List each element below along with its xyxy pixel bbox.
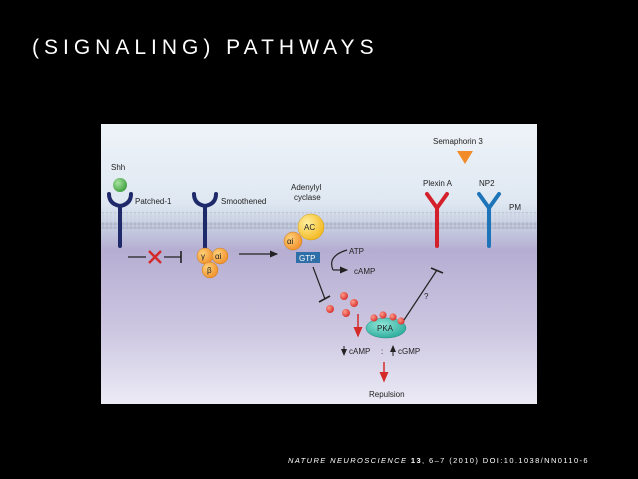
gtp-label: GTP — [299, 254, 315, 263]
slide-title: (SIGNALING) PATHWAYS — [32, 36, 379, 59]
diagram-background — [101, 124, 537, 404]
patched-1-receptor — [107, 192, 133, 248]
plexin-label: Plexin A — [423, 179, 453, 188]
repulsion-label: Repulsion — [369, 390, 405, 399]
beta-subunit-label: β — [207, 266, 212, 275]
pm-label: PM — [509, 203, 521, 212]
pka-bound-camp — [370, 311, 405, 325]
alpha-i-subunit-label: αi — [215, 252, 222, 261]
smoothened-receptor — [192, 192, 218, 250]
ac-label: AC — [304, 223, 315, 232]
gamma-subunit-label: γ — [201, 252, 205, 261]
camp-label: cAMP — [354, 267, 375, 276]
semaphorin-ligand — [457, 151, 473, 164]
shh-label: Shh — [111, 163, 125, 172]
citation-volume: 13 — [410, 456, 423, 465]
adenylyl-label: Adenylyl — [291, 183, 321, 192]
inhibition-ac-camp — [312, 266, 331, 303]
pka-enzyme — [365, 317, 407, 339]
np2-label: NP2 — [479, 179, 495, 188]
semaphorin-label: Semaphorin 3 — [433, 137, 483, 146]
signaling-pathway-diagram: PM Shh Patched-1 Smoothened γ αi β Adeny… — [101, 124, 537, 404]
unknown-mechanism-label: ? — [424, 292, 429, 301]
pka-label: PKA — [377, 324, 394, 333]
citation-journal: NATURE NEUROSCIENCE — [288, 456, 408, 465]
shh-ligand — [113, 178, 127, 192]
np2-receptor — [477, 192, 501, 248]
inhibition-arrow-patched-smoothened — [128, 251, 182, 263]
adenylyl-cyclase — [297, 213, 325, 241]
inhibition-x-icon — [148, 250, 162, 264]
ratio-colon: : — [381, 347, 383, 356]
plexin-inhibition-line — [403, 267, 444, 321]
cyclase-label: cyclase — [294, 193, 321, 202]
camp-ratio-label: cAMP — [349, 347, 370, 356]
cgmp-label: cGMP — [398, 347, 420, 356]
alpha-i2-label: αi — [287, 237, 294, 246]
gtp-box — [296, 252, 320, 263]
atp-label: ATP — [349, 247, 364, 256]
patched-1-label: Patched-1 — [135, 197, 172, 206]
alpha-i-subunit — [283, 231, 303, 251]
g-protein-complex — [196, 247, 229, 279]
smoothened-label: Smoothened — [221, 197, 266, 206]
plexin-a-receptor — [425, 192, 449, 248]
atp-to-camp-curve — [331, 249, 348, 271]
camp-molecules — [326, 292, 358, 317]
citation-details: , 6–7 (2010) DOI:10.1038/NN0110-6 — [422, 456, 590, 465]
citation: NATURE NEUROSCIENCE 13, 6–7 (2010) DOI:1… — [288, 456, 589, 465]
